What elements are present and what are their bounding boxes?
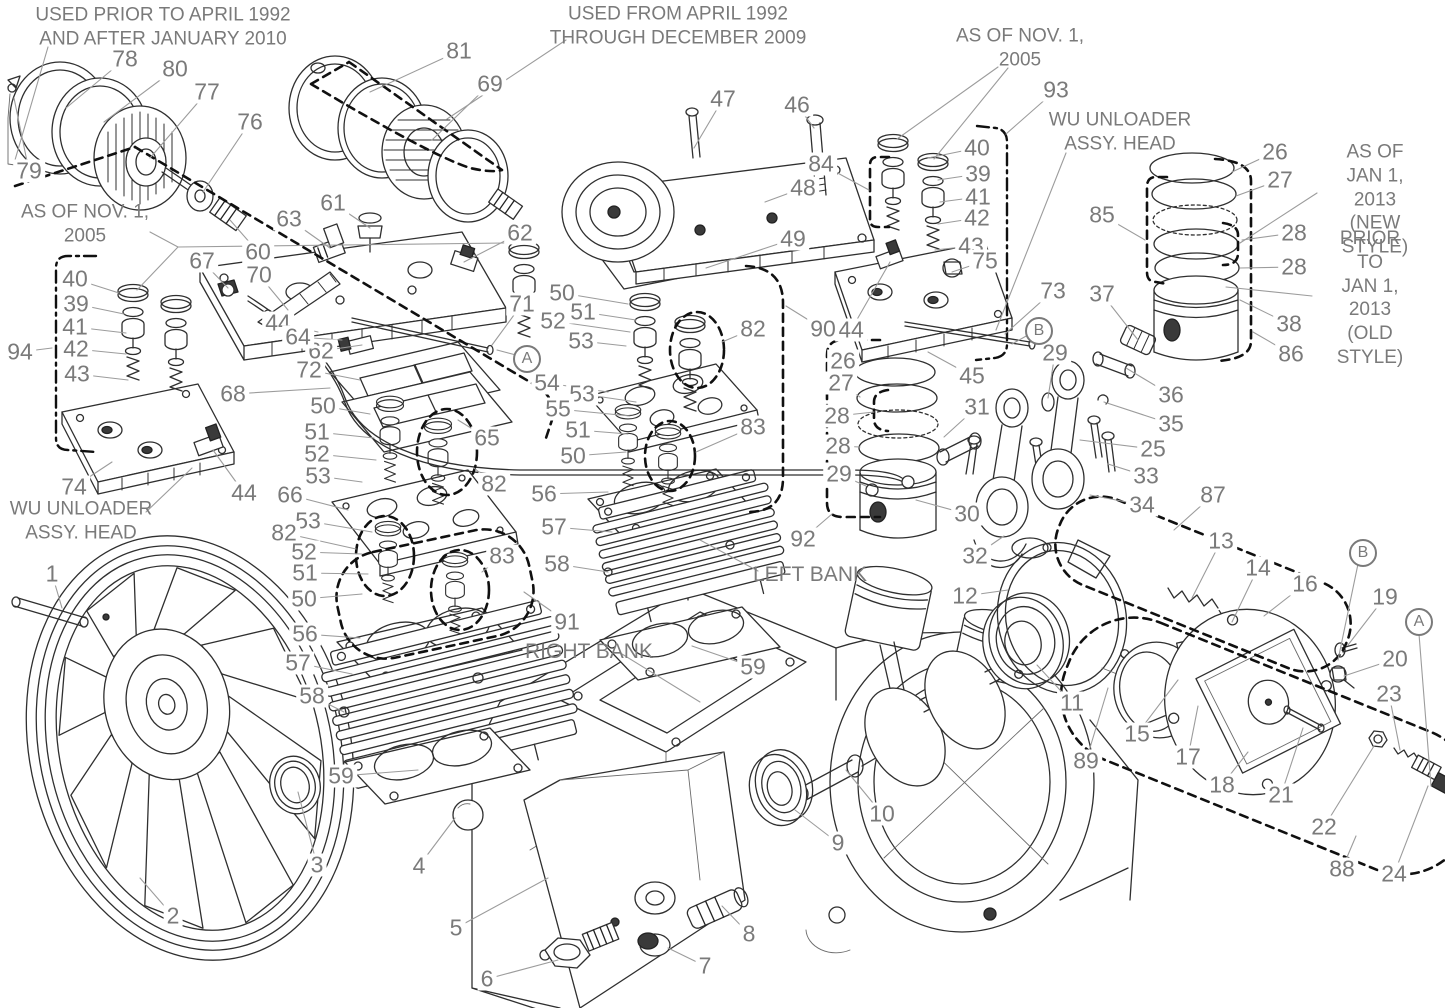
valve-stack	[508, 240, 540, 338]
cylinder-bolt	[603, 567, 613, 577]
spring-23	[1393, 747, 1419, 760]
base-gasket-left-bank	[599, 606, 781, 681]
boundary-28-right	[1221, 221, 1240, 267]
elbow-fitting-44-top	[875, 239, 904, 270]
base-gasket-right-bank	[344, 727, 531, 805]
piston-kit-mid	[854, 357, 982, 539]
kit-circle-82-lower	[354, 514, 416, 598]
valve-plate-mid	[331, 469, 519, 577]
note-wu-unloader-head-right: WU UNLOADER ASSY. HEAD	[1048, 109, 1192, 154]
shaft-seal-drawing	[269, 755, 321, 815]
note-new-style-2013: AS OF JAN 1, 2013 (NEW STYLE)	[1341, 141, 1409, 258]
clip-79	[7, 75, 23, 167]
safety-valve-75	[942, 258, 963, 278]
air-filter-new-drawing	[288, 55, 524, 223]
boundary-93	[974, 124, 1009, 362]
cylinder-bolt	[472, 672, 484, 684]
boundary-85	[1145, 175, 1169, 286]
fitting-20	[1329, 665, 1355, 689]
note-left-bank: LEFT BANK	[753, 562, 867, 586]
boundary-88-89	[1059, 616, 1445, 876]
nut-22	[1368, 730, 1388, 748]
tube-73	[904, 321, 1031, 347]
bearing-11-drawing	[982, 592, 1071, 690]
boundary-92	[825, 338, 882, 519]
rod-21	[1285, 707, 1323, 731]
valve-stack	[160, 294, 192, 392]
valve-plate-center	[587, 363, 760, 453]
boundary-84	[868, 155, 891, 229]
boundary-94	[54, 254, 98, 454]
breather-drawing	[686, 887, 749, 929]
cover-flange-18	[1163, 608, 1342, 796]
note-used-from-1992: USED FROM APRIL 1992 THROUGH DECEMBER 20…	[549, 3, 807, 48]
head-mid-drawing	[199, 212, 507, 361]
head-right-drawing	[834, 239, 1036, 363]
bearing-9-drawing	[748, 749, 814, 827]
cylinder-bolt	[725, 540, 735, 550]
kit-circle-82-center	[668, 310, 726, 390]
kit-circle-83-lower	[429, 548, 491, 632]
valve-stack	[629, 292, 661, 390]
air-filter-old-drawing	[7, 61, 247, 232]
flywheel-drawing	[25, 535, 355, 961]
fitting-24	[1410, 754, 1445, 794]
note-as-of-nov-2005-right: AS OF NOV. 1, 2005	[955, 25, 1085, 70]
bearing-cover-assembly	[1101, 587, 1445, 796]
head-top-drawing	[561, 107, 875, 285]
kit-circle-82-mid	[415, 407, 479, 497]
cylinder-bolt	[338, 706, 350, 718]
ball-drawing	[452, 799, 484, 831]
plug-drawing	[637, 932, 671, 957]
boundary-28-mid	[872, 388, 890, 433]
flywheel-key-drawing	[11, 596, 110, 628]
valve-stack	[877, 133, 909, 231]
kit-circle-83-center	[643, 419, 697, 493]
fitting-62-top	[450, 244, 479, 273]
piston-38	[1153, 275, 1239, 361]
boundary-86	[1213, 157, 1253, 363]
note-as-of-nov-2005-left: AS OF NOV. 1, 2005	[20, 201, 150, 246]
note-used-prior-1992: USED PRIOR TO APRIL 1992 AND AFTER JANUA…	[35, 4, 291, 49]
note-right-bank: RIGHT BANK	[525, 639, 653, 663]
wrist-pin-31	[936, 432, 982, 466]
piston-pin-parts-right	[1092, 324, 1157, 405]
boundary-used-from	[309, 60, 504, 173]
head-stud-47	[685, 107, 701, 159]
boundary-91	[335, 528, 535, 660]
note-old-style-2013: PRIOR TO JAN 1, 2013 (OLD STYLE)	[1336, 227, 1404, 368]
note-wu-unloader-head-left: WU UNLOADER ASSY. HEAD	[9, 498, 153, 543]
spring-13	[1167, 587, 1219, 609]
head-left-drawing	[61, 383, 235, 495]
elbow-fitting-44	[193, 423, 224, 457]
piston-kit-right	[1149, 152, 1240, 361]
boundary-90	[744, 264, 785, 514]
